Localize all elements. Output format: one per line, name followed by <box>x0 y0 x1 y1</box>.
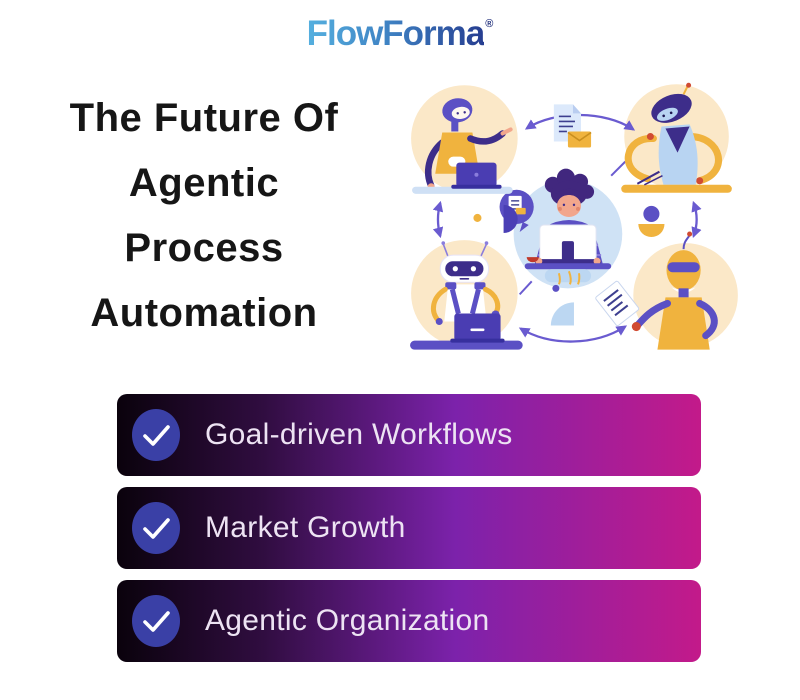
tick-line-ne <box>610 160 626 177</box>
check-icon <box>143 611 170 632</box>
person-at-laptop-icon <box>524 168 612 285</box>
speech-bubble-document-icon <box>499 189 534 233</box>
check-circle <box>132 502 180 554</box>
agentic-collaboration-illustration <box>398 76 760 378</box>
check-circle <box>132 595 180 647</box>
checklist-item-agentic-organization: Agentic Organization <box>117 580 701 662</box>
page-title: The Future Of Agentic Process Automation <box>18 86 390 346</box>
checklist-item-goal-driven-workflows: Goal-driven Workflows <box>117 394 701 476</box>
arrow-left <box>432 200 444 239</box>
envelope-icon <box>567 131 592 148</box>
check-icon <box>143 425 170 446</box>
check-circle <box>132 409 180 461</box>
checklist: Goal-driven Workflows Market Growth Agen… <box>117 394 701 662</box>
logo-wordmark: FlowForma <box>306 14 486 53</box>
half-disk-decoration-left <box>473 204 518 234</box>
arrow-bottom <box>518 325 628 343</box>
registered-trademark-mark: ® <box>485 18 494 30</box>
checklist-item-label: Agentic Organization <box>205 604 490 637</box>
robot-top-right-icon <box>621 82 732 193</box>
held-document-icon <box>595 280 640 327</box>
title-line-1: The Future Of <box>69 96 339 140</box>
robot-top-left-icon <box>412 98 513 194</box>
robot-bottom-left-icon <box>410 241 523 350</box>
title-line-3: Process <box>124 226 284 270</box>
checklist-item-label: Goal-driven Workflows <box>205 418 513 451</box>
title-line-4: Automation <box>90 291 318 335</box>
logo: FlowForma® <box>0 14 800 54</box>
checklist-item-label: Market Growth <box>205 511 406 544</box>
tick-line-sw <box>518 280 533 296</box>
check-icon <box>143 518 170 539</box>
title-line-2: Agentic <box>128 161 280 205</box>
arrow-right <box>691 200 702 239</box>
checklist-item-market-growth: Market Growth <box>117 487 701 569</box>
robot-bottom-right-icon <box>595 231 718 350</box>
fan-decoration-bottom <box>550 284 574 326</box>
dot-decoration-right <box>638 205 665 238</box>
